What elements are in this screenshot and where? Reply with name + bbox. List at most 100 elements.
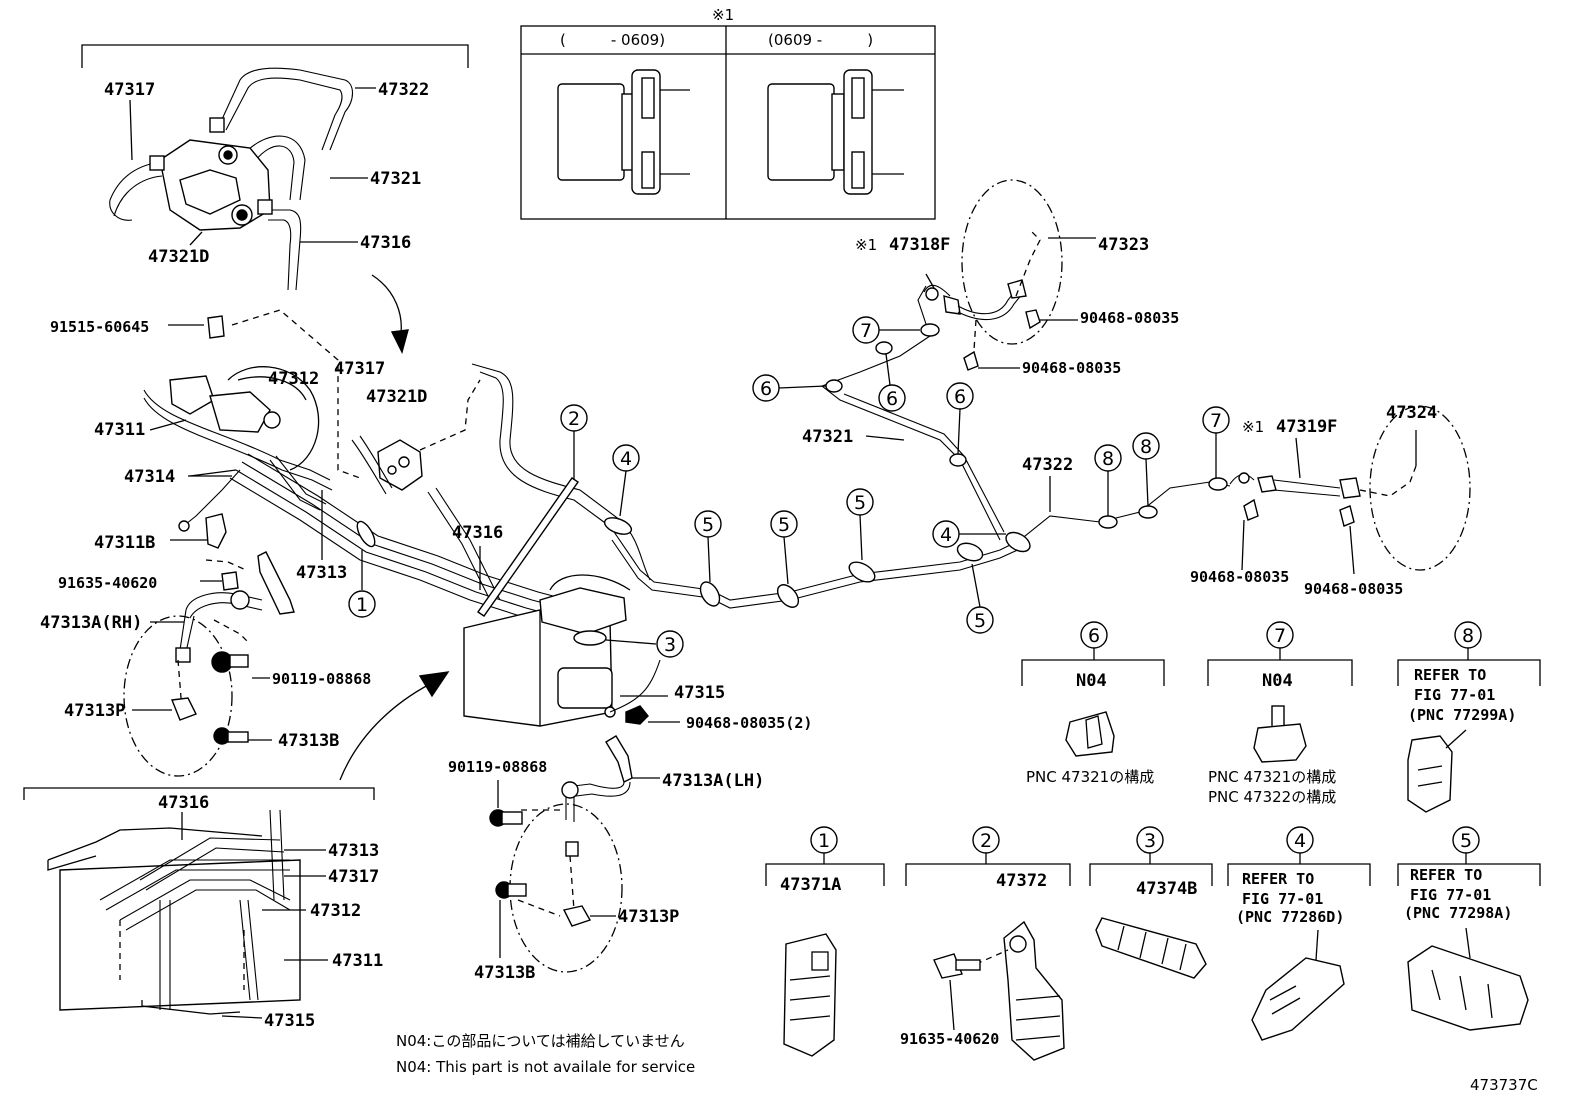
legend-4: 4 REFER TO FIG 77-01 (PNC 77286D) — [1227, 826, 1371, 1041]
rear-brake-lines: 47318F ※1 47323 90468-08035 90468-08035 … — [603, 179, 1471, 609]
legend-8-line1: REFER TO — [1414, 666, 1486, 684]
legend-3-part: 47374B — [1136, 879, 1197, 899]
label-47313a-lh: 47313A(LH) — [662, 771, 764, 791]
svg-text:1: 1 — [818, 830, 830, 852]
lh-hose-group: 90119-08868 47313A(LH) 47313P 47313B — [339, 671, 764, 983]
note-en: N04: This part is not availale for servi… — [396, 1058, 695, 1076]
svg-text:4: 4 — [940, 524, 952, 546]
label-47317-main: 47317 — [334, 359, 385, 379]
label-90468-08035-2: 90468-08035(2) — [686, 714, 812, 732]
legend-3: 3 47374B — [1089, 826, 1213, 979]
svg-text:5: 5 — [702, 514, 714, 536]
hose-fitting-early — [557, 69, 690, 195]
legend-8: 8 REFER TO FIG 77-01 (PNC 77299A) — [1397, 621, 1541, 813]
legend-8-line3: (PNC 77299A) — [1408, 706, 1516, 724]
label-47313b-center: 47313B — [474, 963, 535, 983]
label-47317-bottom: 47317 — [328, 867, 379, 887]
label-47321d-top: 47321D — [148, 247, 209, 267]
svg-text:5: 5 — [854, 492, 866, 514]
callouts: 1 2 4 3 5 5 5 4 5 6 6 6 7 8 8 7 — [348, 316, 1230, 658]
svg-text:6: 6 — [886, 388, 898, 410]
label-47315-bottom: 47315 — [264, 1011, 315, 1031]
label-47313-main: 47313 — [296, 563, 347, 583]
label-47313p-left: 47313P — [64, 701, 125, 721]
label-90468-08035-b: 90468-08035 — [1022, 359, 1121, 377]
label-90468-08035-c: 90468-08035 — [1190, 568, 1289, 586]
label-47318f: 47318F — [889, 235, 950, 255]
legend-6-code: N04 — [1076, 671, 1107, 691]
label-47316-main: 47316 — [452, 523, 503, 543]
legend-8-line2: FIG 77-01 — [1414, 686, 1495, 704]
hose-fitting-late — [767, 69, 904, 195]
svg-text:4: 4 — [620, 448, 632, 470]
callout-8b: 8 — [1132, 432, 1160, 507]
inset-mark: ※1 — [712, 6, 734, 24]
bottom-left-detail: 47316 47313 47317 47312 47311 47315 — [23, 787, 383, 1031]
label-47322-top: 47322 — [378, 80, 429, 100]
legend-7-code: N04 — [1262, 671, 1293, 691]
label-47311-bottom: 47311 — [332, 951, 383, 971]
callout-2: 2 — [560, 404, 588, 480]
label-47316-bottom: 47316 — [158, 793, 209, 813]
abs-actuator: 47315 90468-08035(2) 47316 — [452, 477, 812, 732]
label-47315-main: 47315 — [674, 683, 725, 703]
svg-text:4: 4 — [1294, 830, 1306, 852]
callout-8a: 8 — [1094, 444, 1122, 516]
svg-text:8: 8 — [1140, 436, 1152, 458]
label-91515-60645: 91515-60645 — [50, 318, 149, 336]
label-47313b-left: 47313B — [278, 731, 339, 751]
label-47313p-center: 47313P — [618, 907, 679, 927]
inset-col1-header: ( - 0609) — [560, 31, 665, 49]
svg-text:1: 1 — [356, 594, 368, 616]
label-90119-08868-left: 90119-08868 — [272, 670, 371, 688]
callout-5b: 5 — [770, 510, 798, 585]
label-47319f: 47319F — [1276, 417, 1337, 437]
label-47324: 47324 — [1386, 403, 1437, 423]
inset-col2-header: (0609 - ) — [768, 31, 873, 49]
legend-7-desc2: PNC 47322の構成 — [1208, 788, 1336, 806]
label-47321-top: 47321 — [370, 169, 421, 189]
label-47312-main: 47312 — [268, 369, 319, 389]
svg-text:8: 8 — [1462, 625, 1474, 647]
label-47311b: 47311B — [94, 533, 155, 553]
svg-text:7: 7 — [860, 320, 872, 342]
callout-6b: 6 — [878, 353, 906, 412]
callout-5d: 5 — [966, 563, 994, 634]
legend-2-bolt: 91635-40620 — [900, 1030, 999, 1048]
svg-text:6: 6 — [760, 378, 772, 400]
callout-7a: 7 — [852, 316, 920, 344]
label-90119-08868-center: 90119-08868 — [448, 758, 547, 776]
label-47318f-mark: ※1 — [855, 236, 877, 254]
callout-7b: 7 — [1202, 406, 1230, 478]
figure-code: 473737C — [1470, 1076, 1538, 1094]
legend-5: 5 REFER TO FIG 77-01 (PNC 77298A) — [1397, 826, 1541, 1031]
legend-6-desc: PNC 47321の構成 — [1026, 768, 1154, 786]
legend-7-desc1: PNC 47321の構成 — [1208, 768, 1336, 786]
label-47312-bottom: 47312 — [310, 901, 361, 921]
callout-1: 1 — [348, 590, 376, 618]
legend-4-line3: (PNC 77286D) — [1236, 908, 1344, 926]
inset-table: ※1 ( - 0609) (0609 - ) — [520, 6, 936, 220]
svg-text:5: 5 — [778, 514, 790, 536]
callout-6c: 6 — [946, 382, 974, 455]
label-91635-40620-left: 91635-40620 — [58, 574, 157, 592]
legend-2-part: 47372 — [996, 871, 1047, 891]
label-47319f-mark: ※1 — [1242, 418, 1264, 436]
svg-text:2: 2 — [980, 830, 992, 852]
note-jp: N04:この部品については補給していません — [396, 1032, 685, 1050]
svg-text:3: 3 — [664, 634, 676, 656]
legend-6: 6 N04 PNC 47321の構成 — [1021, 621, 1165, 786]
label-47311-main: 47311 — [94, 420, 145, 440]
top-left-detail: 47317 47322 47321 47316 47321D — [81, 44, 469, 354]
label-47323: 47323 — [1098, 235, 1149, 255]
legend-2: 2 47372 91635-40620 — [900, 826, 1071, 1061]
legend-1-part: 47371A — [780, 875, 841, 895]
callout-6a: 6 — [752, 374, 827, 402]
label-47314: 47314 — [124, 467, 175, 487]
legend-7: 7 N04 PNC 47321の構成 PNC 47322の構成 — [1207, 621, 1353, 806]
svg-text:6: 6 — [954, 386, 966, 408]
label-90468-08035-d: 90468-08035 — [1304, 580, 1403, 598]
svg-text:8: 8 — [1102, 448, 1114, 470]
legend-5-line1: REFER TO — [1410, 866, 1482, 884]
